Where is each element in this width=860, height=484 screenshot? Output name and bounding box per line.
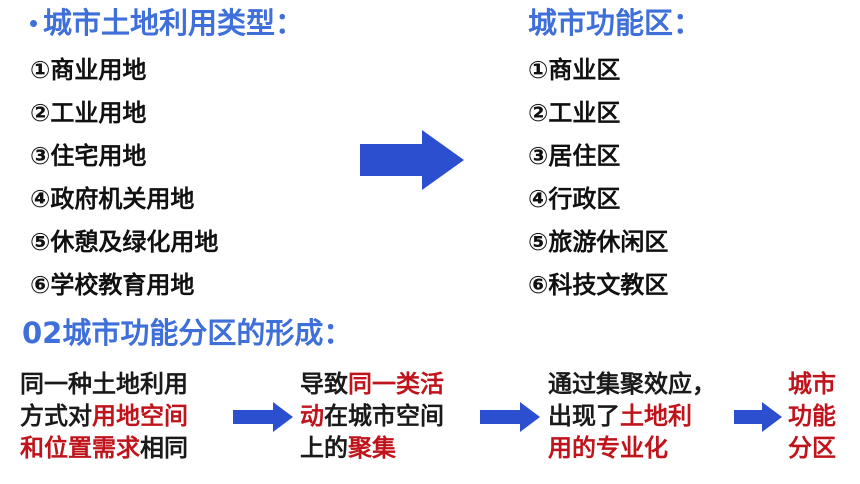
bullet-dot-icon bbox=[30, 19, 37, 27]
flow-arrow-1-icon bbox=[233, 402, 293, 432]
flow-step-4: 城市 功能 分区 bbox=[788, 370, 836, 462]
function-zone-item-5: ⑤旅游休闲区 bbox=[528, 228, 669, 256]
flow-arrow-3-icon bbox=[734, 402, 782, 432]
flow-step-2: 导致同一类活 动在城市空间 上的聚集 bbox=[300, 370, 444, 462]
flow-step-1: 同一种土地利用 方式对用地空间 和位置需求相同 bbox=[20, 370, 188, 462]
function-zone-item-3: ③居住区 bbox=[528, 142, 621, 170]
function-zone-item-2: ②工业区 bbox=[528, 99, 621, 127]
section-title: 02城市功能分区的形成： bbox=[22, 316, 353, 350]
land-use-item-2: ②工业用地 bbox=[30, 99, 147, 127]
land-use-item-1: ①商业用地 bbox=[30, 56, 147, 84]
land-use-item-6: ⑥学校教育用地 bbox=[30, 271, 195, 299]
flow-step-3: 通过集聚效应， 出现了土地利 用的专业化 bbox=[548, 370, 716, 462]
flow-arrow-2-icon bbox=[480, 402, 540, 432]
function-zone-title: 城市功能区： bbox=[528, 6, 703, 40]
function-zone-item-1: ①商业区 bbox=[528, 56, 621, 84]
land-use-title: 城市土地利用类型： bbox=[30, 6, 304, 40]
land-use-item-4: ④政府机关用地 bbox=[30, 185, 195, 213]
land-use-item-5: ⑤休憩及绿化用地 bbox=[30, 228, 219, 256]
big-right-arrow-icon bbox=[360, 130, 464, 190]
function-zone-item-4: ④行政区 bbox=[528, 185, 621, 213]
function-zone-item-6: ⑥科技文教区 bbox=[528, 271, 669, 299]
land-use-item-3: ③住宅用地 bbox=[30, 142, 147, 170]
